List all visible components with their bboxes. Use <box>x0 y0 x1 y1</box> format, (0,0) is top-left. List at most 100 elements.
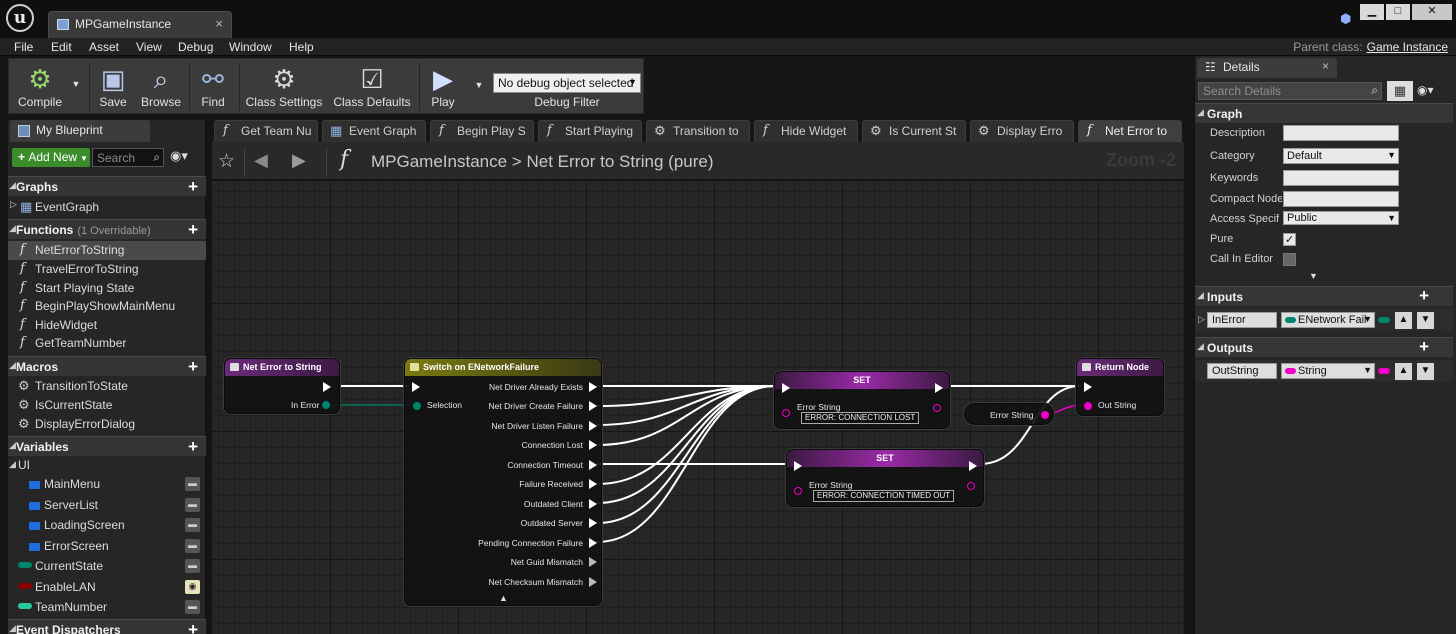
play-button[interactable]: ▶ Play <box>421 59 465 115</box>
add-graph-button[interactable]: + <box>188 177 198 196</box>
tab-display-error[interactable]: ⚙Display Erro <box>970 120 1074 142</box>
visibility-eye-icon[interactable]: ▬ <box>185 600 200 614</box>
switch-node[interactable]: Switch on ENetworkFailure Selection Net … <box>404 358 602 606</box>
variable-item-enablelan[interactable]: EnableLAN◉ <box>8 578 206 597</box>
visibility-eye-icon[interactable]: ▬ <box>185 518 200 532</box>
view-options-eye-icon[interactable]: ◉▾ <box>170 148 188 163</box>
debug-object-select[interactable]: No debug object selected▼ <box>493 73 641 93</box>
visibility-eye-icon[interactable]: ▬ <box>185 539 200 553</box>
exec-output-pin[interactable] <box>935 383 943 393</box>
string-literal-field[interactable]: ERROR: CONNECTION LOST <box>801 412 920 424</box>
variable-item-serverlist[interactable]: ServerList▬ <box>8 496 206 515</box>
add-event-dispatcher-button[interactable]: + <box>188 620 198 634</box>
string-input-pin[interactable] <box>794 487 802 495</box>
exec-output-pin[interactable] <box>589 460 597 470</box>
breadcrumb-blueprint[interactable]: MPGameInstance <box>371 152 508 171</box>
variable-item-teamnumber[interactable]: TeamNumber▬ <box>8 598 206 617</box>
graph-section-header[interactable]: ◢Graph <box>1195 103 1453 123</box>
exec-output-pin[interactable] <box>589 499 597 509</box>
find-button[interactable]: ⚯ Find <box>193 59 233 115</box>
forward-arrow-icon[interactable]: ▶ <box>292 150 306 170</box>
save-button[interactable]: ▣ Save <box>93 59 133 115</box>
visibility-eye-icon[interactable]: ▬ <box>185 559 200 573</box>
access-specifier-select[interactable]: Public▼ <box>1283 211 1399 225</box>
compile-options-dropdown[interactable]: ▼ <box>67 59 85 115</box>
close-window-button[interactable]: ✕ <box>1412 4 1452 20</box>
menu-view[interactable]: View <box>136 40 162 54</box>
menu-window[interactable]: Window <box>229 40 272 54</box>
return-node[interactable]: Return Node Out String <box>1076 358 1164 416</box>
add-input-button[interactable]: + <box>1419 286 1429 305</box>
move-up-button[interactable]: ▲ <box>1395 312 1412 329</box>
add-output-button[interactable]: + <box>1419 337 1429 356</box>
add-variable-button[interactable]: + <box>188 437 198 456</box>
collapse-arrow-icon[interactable]: ▲ <box>499 593 508 603</box>
exec-output-pin[interactable] <box>589 440 597 450</box>
output-type-select[interactable]: String▼ <box>1281 363 1375 379</box>
class-defaults-button[interactable]: ☑ Class Defaults <box>329 59 415 115</box>
compact-node-field[interactable] <box>1283 191 1399 207</box>
exec-output-pin[interactable] <box>589 479 597 489</box>
menu-asset[interactable]: Asset <box>89 40 120 54</box>
graph-canvas[interactable]: Net Error to String In Error Switch on E… <box>212 181 1184 634</box>
visibility-eye-icon[interactable]: ▬ <box>185 477 200 491</box>
details-tab[interactable]: ☷Details× <box>1197 58 1337 78</box>
output-name-field[interactable]: OutString <box>1207 363 1277 379</box>
exec-output-pin[interactable] <box>969 461 977 471</box>
tab-is-current-state[interactable]: ⚙Is Current St <box>862 120 966 142</box>
property-matrix-icon[interactable]: ▦ <box>1387 81 1413 101</box>
get-error-string-node[interactable]: Error String <box>964 403 1054 425</box>
exec-output-pin[interactable] <box>589 401 597 411</box>
view-options-eye-icon[interactable]: ◉▾ <box>1417 83 1434 97</box>
keywords-field[interactable] <box>1283 170 1399 186</box>
parent-class-link[interactable]: Game Instance <box>1366 40 1448 54</box>
outputs-section-header[interactable]: ◢Outputs+ <box>1195 337 1453 357</box>
graphs-section-header[interactable]: ◢Graphs+ <box>8 176 206 196</box>
menu-file[interactable]: File <box>14 40 34 54</box>
my-blueprint-search-input[interactable]: Search⌕ <box>92 148 164 167</box>
variable-item-errorscreen[interactable]: ErrorScreen▬ <box>8 537 206 556</box>
expand-triangle-icon[interactable]: ▷ <box>1198 314 1205 324</box>
string-output-pin[interactable] <box>967 482 975 490</box>
pure-checkbox[interactable]: ✓ <box>1283 233 1296 246</box>
exec-output-pin[interactable] <box>589 538 597 548</box>
menu-debug[interactable]: Debug <box>178 40 214 54</box>
set-error-string-node-1[interactable]: SET Error String ERROR: CONNECTION LOST <box>774 371 950 429</box>
exec-output-pin[interactable] <box>589 382 597 392</box>
macro-item-iscurrentstate[interactable]: ⚙IsCurrentState <box>8 396 206 415</box>
play-options-dropdown[interactable]: ▼ <box>471 59 487 115</box>
exec-input-pin[interactable] <box>1084 382 1092 392</box>
string-output-pin[interactable] <box>933 404 941 412</box>
close-tab-icon[interactable]: × <box>215 16 223 31</box>
tab-transition-to[interactable]: ⚙Transition to <box>646 120 750 142</box>
maximize-button[interactable]: □ <box>1386 4 1410 20</box>
category-combobox[interactable]: Default▼ <box>1283 148 1399 164</box>
move-up-button[interactable]: ▲ <box>1395 363 1412 380</box>
browse-button[interactable]: ⌕ Browse <box>137 59 185 115</box>
my-blueprint-tab[interactable]: My Blueprint <box>10 120 150 142</box>
macros-section-header[interactable]: ◢Macros+ <box>8 356 206 376</box>
enum-input-pin[interactable] <box>413 402 421 410</box>
variables-section-header[interactable]: ◢Variables+ <box>8 436 206 456</box>
variable-item-loadingscreen[interactable]: LoadingScreen▬ <box>8 516 206 535</box>
add-function-button[interactable]: + <box>188 220 198 239</box>
macro-item-displayerrordialog[interactable]: ⚙DisplayErrorDialog <box>8 415 206 434</box>
minimize-button[interactable]: ▁ <box>1360 4 1384 20</box>
variable-category-ui[interactable]: ◢UI <box>8 456 206 475</box>
string-literal-field[interactable]: ERROR: CONNECTION TIMED OUT <box>813 490 955 502</box>
tab-event-graph[interactable]: ▦Event Graph <box>322 120 426 142</box>
exec-output-pin-unconnected[interactable] <box>589 557 597 567</box>
move-down-button[interactable]: ▼ <box>1417 312 1434 329</box>
functions-section-header[interactable]: ◢Functions(1 Overridable)+ <box>8 219 206 239</box>
favorite-star-icon[interactable]: ☆ <box>218 151 236 172</box>
enum-output-pin[interactable] <box>322 401 330 409</box>
exec-output-pin[interactable] <box>323 382 331 392</box>
